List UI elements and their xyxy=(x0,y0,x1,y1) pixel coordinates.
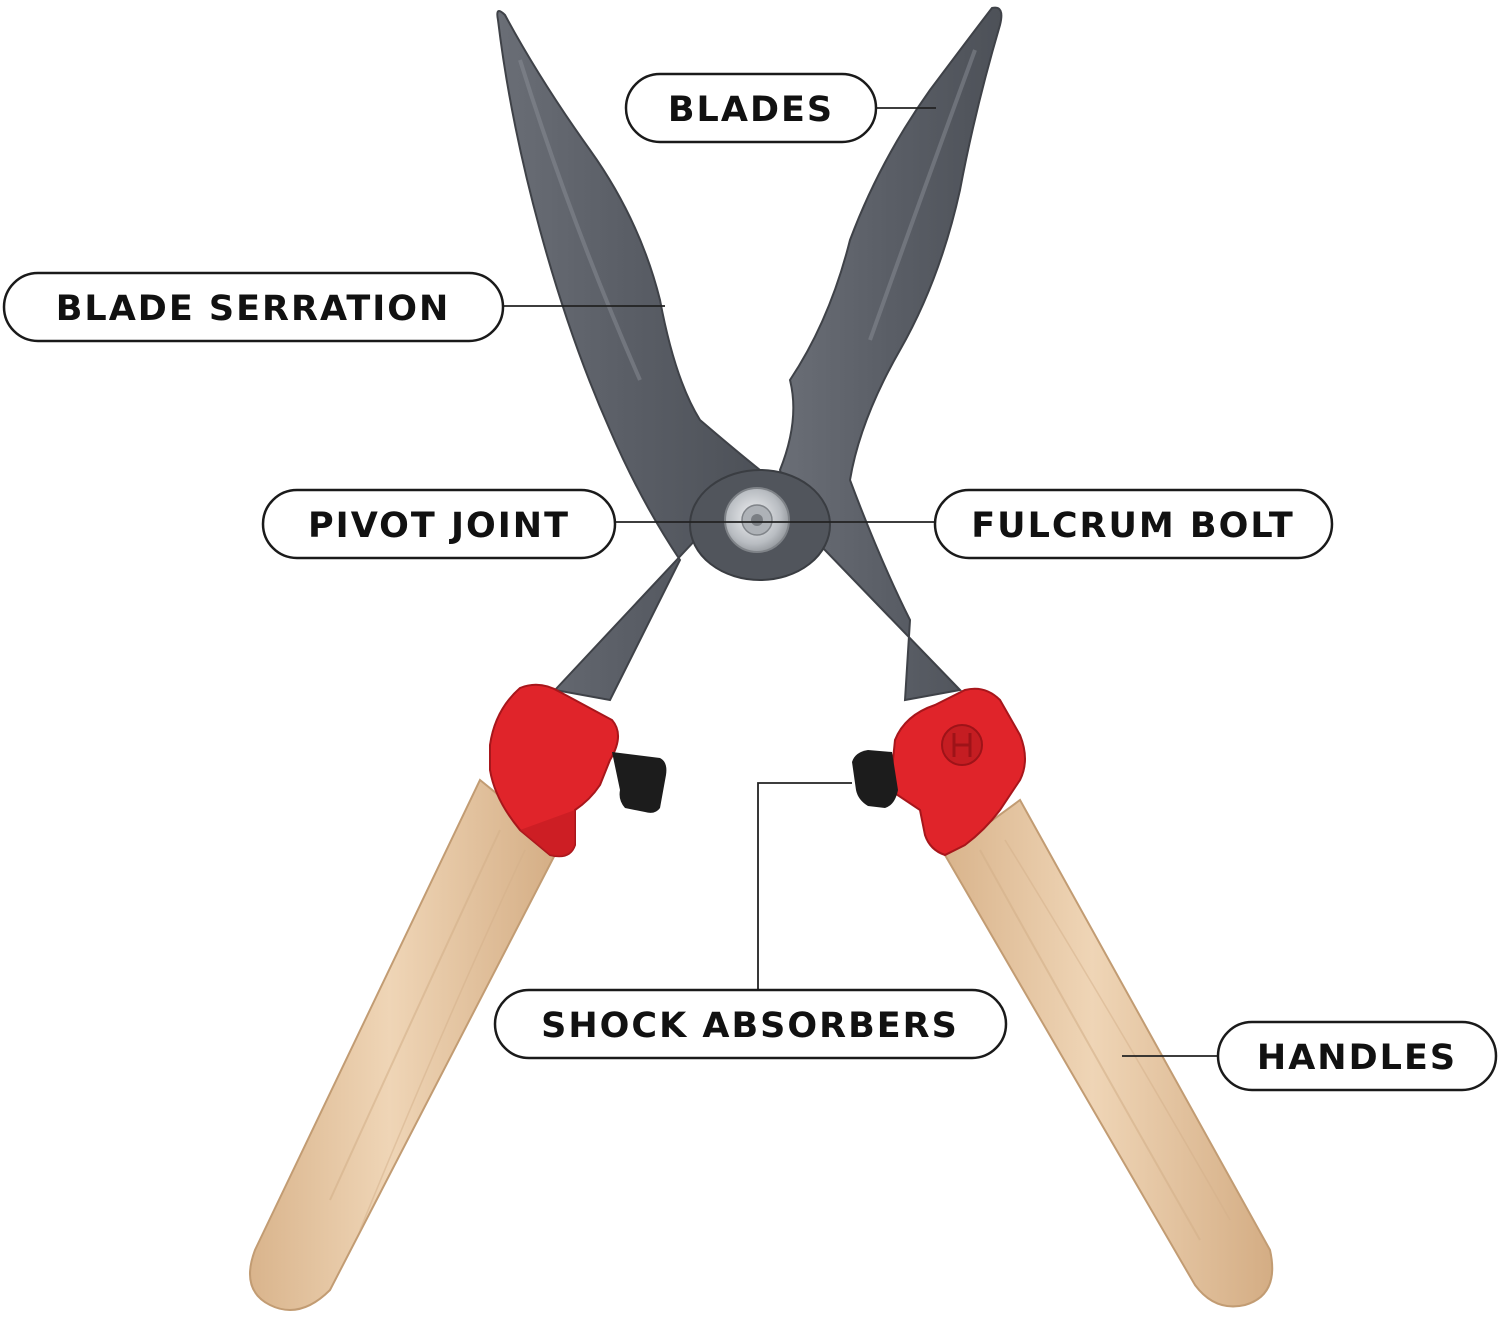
label-blades-text: BLADES xyxy=(668,90,834,130)
label-fulcrum-bolt-text: FULCRUM BOLT xyxy=(971,506,1295,546)
label-blades: BLADES xyxy=(624,72,878,144)
label-shock-absorbers-text: SHOCK ABSORBERS xyxy=(541,1006,959,1046)
right-collar xyxy=(888,687,1026,857)
leader-shock-absorbers xyxy=(757,782,852,990)
leader-lines xyxy=(503,107,1218,1057)
label-pivot-joint-text: PIVOT JOINT xyxy=(308,506,570,546)
label-shock-absorbers: SHOCK ABSORBERS xyxy=(493,988,1008,1060)
right-blade xyxy=(778,6,1003,702)
label-pivot-joint: PIVOT JOINT xyxy=(261,488,617,560)
label-fulcrum-bolt: FULCRUM BOLT xyxy=(933,488,1334,560)
right-shock-absorber xyxy=(852,750,898,808)
right-handle xyxy=(943,798,1274,1308)
left-shock-absorber xyxy=(612,752,667,813)
shears-illustration xyxy=(249,6,1274,1311)
label-handles: HANDLES xyxy=(1216,1020,1498,1092)
left-handle xyxy=(249,778,562,1311)
label-blade-serration: BLADE SERRATION xyxy=(2,271,505,343)
label-handles-text: HANDLES xyxy=(1257,1038,1457,1078)
label-blade-serration-text: BLADE SERRATION xyxy=(56,289,451,329)
